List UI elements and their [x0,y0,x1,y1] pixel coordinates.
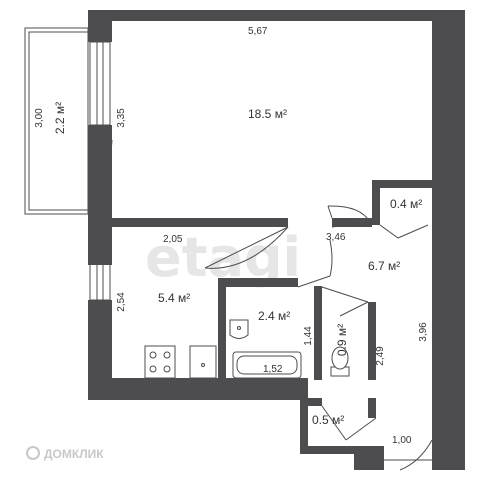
kitchen-area: 5.4 м² [158,291,190,305]
closet-top-area: 0.4 м² [390,197,422,211]
toilet-area: 0.9 м² [335,324,349,356]
dim-balcony-length: 3,00 [34,108,45,128]
domclick-logo-icon [26,446,40,460]
domclick-watermark: ДОМКЛИК [26,446,104,461]
dim-toilet-depth: 2,49 [375,346,386,366]
dim-hall-length: 3,96 [418,322,429,342]
dim-kitchen-depth: 2,54 [116,292,127,312]
dim-bath-width: 1,52 [263,364,283,375]
toilet-icon [330,346,350,377]
dim-hall-width: 3,46 [326,232,346,243]
dim-main-depth: 3,35 [116,108,127,128]
hallway-area: 6.7 м² [368,259,400,273]
main-room-area: 18.5 м² [248,107,287,121]
closet-bottom-area: 0.5 м² [312,413,344,427]
domclick-watermark-text: ДОМКЛИК [44,447,104,461]
stove-icon [144,345,176,379]
kitchen-sink-icon [189,345,217,379]
interior-walls [110,180,432,418]
outer-walls [88,10,465,470]
windows [89,41,111,301]
washbasin-icon [229,319,249,339]
balcony-area: 2.2 м² [53,102,67,134]
bathroom-area: 2.4 м² [258,309,290,323]
balcony [24,27,89,215]
doors [91,139,433,471]
dim-kitchen-width: 2,05 [163,234,183,245]
dim-bath-depth: 1,44 [303,326,314,346]
dim-entry-width: 1,00 [392,435,412,446]
bathtub-icon [232,351,302,379]
dim-main-width: 5,67 [248,26,268,37]
